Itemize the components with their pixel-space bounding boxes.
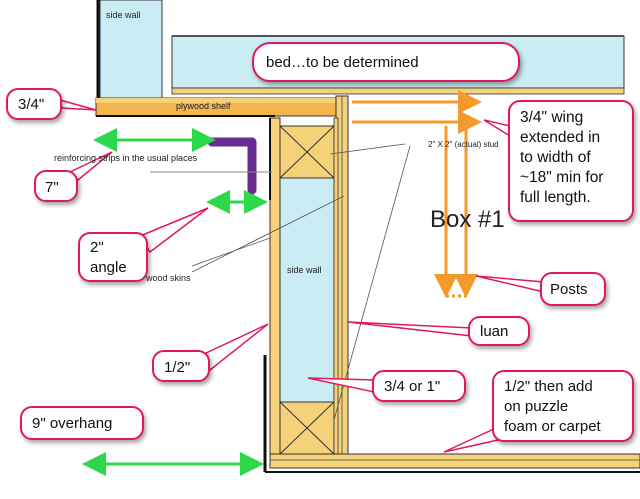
aluminum-angle [207, 137, 257, 195]
callout-angle: 2" angle [78, 232, 148, 282]
label-side-wall-top: side wall [106, 10, 141, 20]
callout-seven: 7" [34, 170, 78, 202]
pointer-luan [347, 321, 473, 337]
callout-half: 1/2" [152, 350, 210, 382]
left-skin [269, 117, 281, 465]
pointer-puzzle [443, 426, 499, 453]
callout-bed-text: bed…to be determined [266, 54, 419, 71]
pointer-angle [138, 207, 209, 254]
label-side-wall-mid: side wall [287, 265, 322, 275]
pointer-half [203, 323, 269, 372]
lower-side-wall [279, 177, 335, 403]
callout-three-quarter: 3/4" [6, 88, 62, 120]
callout-three-quarter-or-one: 3/4 or 1" [372, 370, 466, 402]
pointer-posts [475, 275, 545, 293]
top-side-wall [99, 0, 163, 99]
label-2x2-stud: 2" X 2" (actual) stud [428, 140, 499, 149]
callout-wing: 3/4" wing extended in to width of ~18" m… [508, 100, 634, 222]
label-plywood-shelf: plywood shelf [176, 101, 231, 111]
bed-board-skin [171, 87, 625, 95]
callout-luan: luan [468, 316, 530, 346]
callout-puzzle-foam: 1/2" then add on puzzle foam or carpet [492, 370, 634, 442]
label-wood-skins: wood skins [144, 273, 191, 283]
label-box-1: Box #1 [430, 206, 505, 233]
callout-overhang: 9" overhang [20, 406, 144, 440]
pointer-3-4 [58, 98, 97, 111]
floor [269, 453, 640, 469]
label-reinforcing-strips: reinforcing strips in the usual places [54, 153, 198, 163]
callout-bed: bed…to be determined [252, 42, 520, 82]
pointer-wing [483, 119, 511, 138]
callout-posts: Posts [540, 272, 606, 306]
